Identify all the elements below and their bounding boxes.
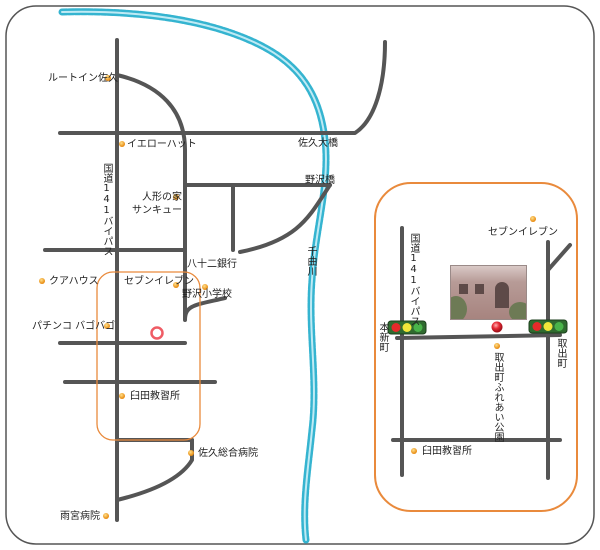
poi-dots [39, 75, 208, 519]
signal-green [413, 323, 423, 332]
road-saku-ohashi [58, 40, 387, 135]
label-kuahaus: クアハウス [49, 276, 99, 287]
traffic-light-right [528, 319, 568, 334]
poi-usuda-left [119, 393, 125, 399]
label-hachijuni: 八十二銀行 [187, 259, 237, 270]
poi-seven-inset [530, 216, 536, 222]
label-seven-left: セブンイレブン [124, 276, 194, 287]
poi-usuda-inset [411, 448, 417, 454]
signal-yellow [402, 323, 412, 332]
label-seven-inset: セブンイレブン [488, 227, 558, 238]
road-lower-curve [115, 438, 194, 502]
poi-hospital [188, 450, 194, 456]
poi-doll-house [173, 194, 179, 200]
label-yellow-hat: イエローハット [127, 139, 197, 150]
label-saku-hospital: 佐久総合病院 [198, 448, 258, 459]
label-doll-house: 人形の家 サンキュー [132, 192, 182, 216]
poi-pachinko [104, 323, 110, 329]
road-upper-curve [115, 73, 227, 322]
building-photo [450, 265, 527, 320]
label-usuda-inset: 臼田教習所 [422, 446, 472, 457]
inset-road-horizontal [395, 333, 562, 340]
poi-amemiya [103, 513, 109, 519]
label-route141-inset: 国道141バイパス [408, 233, 419, 326]
road-nozawa-curve [238, 183, 332, 254]
inset-destination-marker [491, 321, 503, 333]
label-chikuma-river: 千曲川 [305, 246, 316, 276]
label-usuda-left: 臼田教習所 [130, 391, 180, 402]
label-nozawa-school: 野沢小学校 [182, 289, 232, 300]
poi-nozawa-school [202, 284, 208, 290]
inset-roads [391, 226, 572, 480]
destination-marker [150, 326, 164, 340]
poi-park [494, 343, 500, 349]
map-frame [5, 5, 595, 545]
label-honshinmachi: 本新町 [377, 322, 388, 352]
area-highlight [96, 271, 201, 441]
inset-frame [374, 182, 578, 512]
label-saku-bridge: 佐久大橋 [298, 138, 338, 149]
label-nozawa-bridge: 野沢橋 [305, 175, 335, 186]
poi-route-inn [105, 75, 111, 81]
label-toride: 取出町 [555, 338, 566, 368]
label-route141: 国道141バイパス [101, 163, 112, 256]
poi-kuahaus [39, 278, 45, 284]
inset-road-diagonal [546, 243, 572, 272]
signal-green [554, 322, 564, 331]
signal-red [532, 322, 542, 331]
signal-yellow [543, 322, 553, 331]
signal-red [391, 323, 401, 332]
poi-seven-left [173, 282, 179, 288]
label-amemiya: 雨宮病院 [60, 511, 100, 522]
label-pachinko: パチンコ バゴバゴ [32, 321, 116, 332]
label-route-inn: ルートイン佐久 [48, 73, 118, 84]
traffic-light-left [387, 320, 427, 335]
label-park: 取出町ふれあい公園 [492, 352, 503, 442]
poi-yellow-hat [119, 141, 125, 147]
